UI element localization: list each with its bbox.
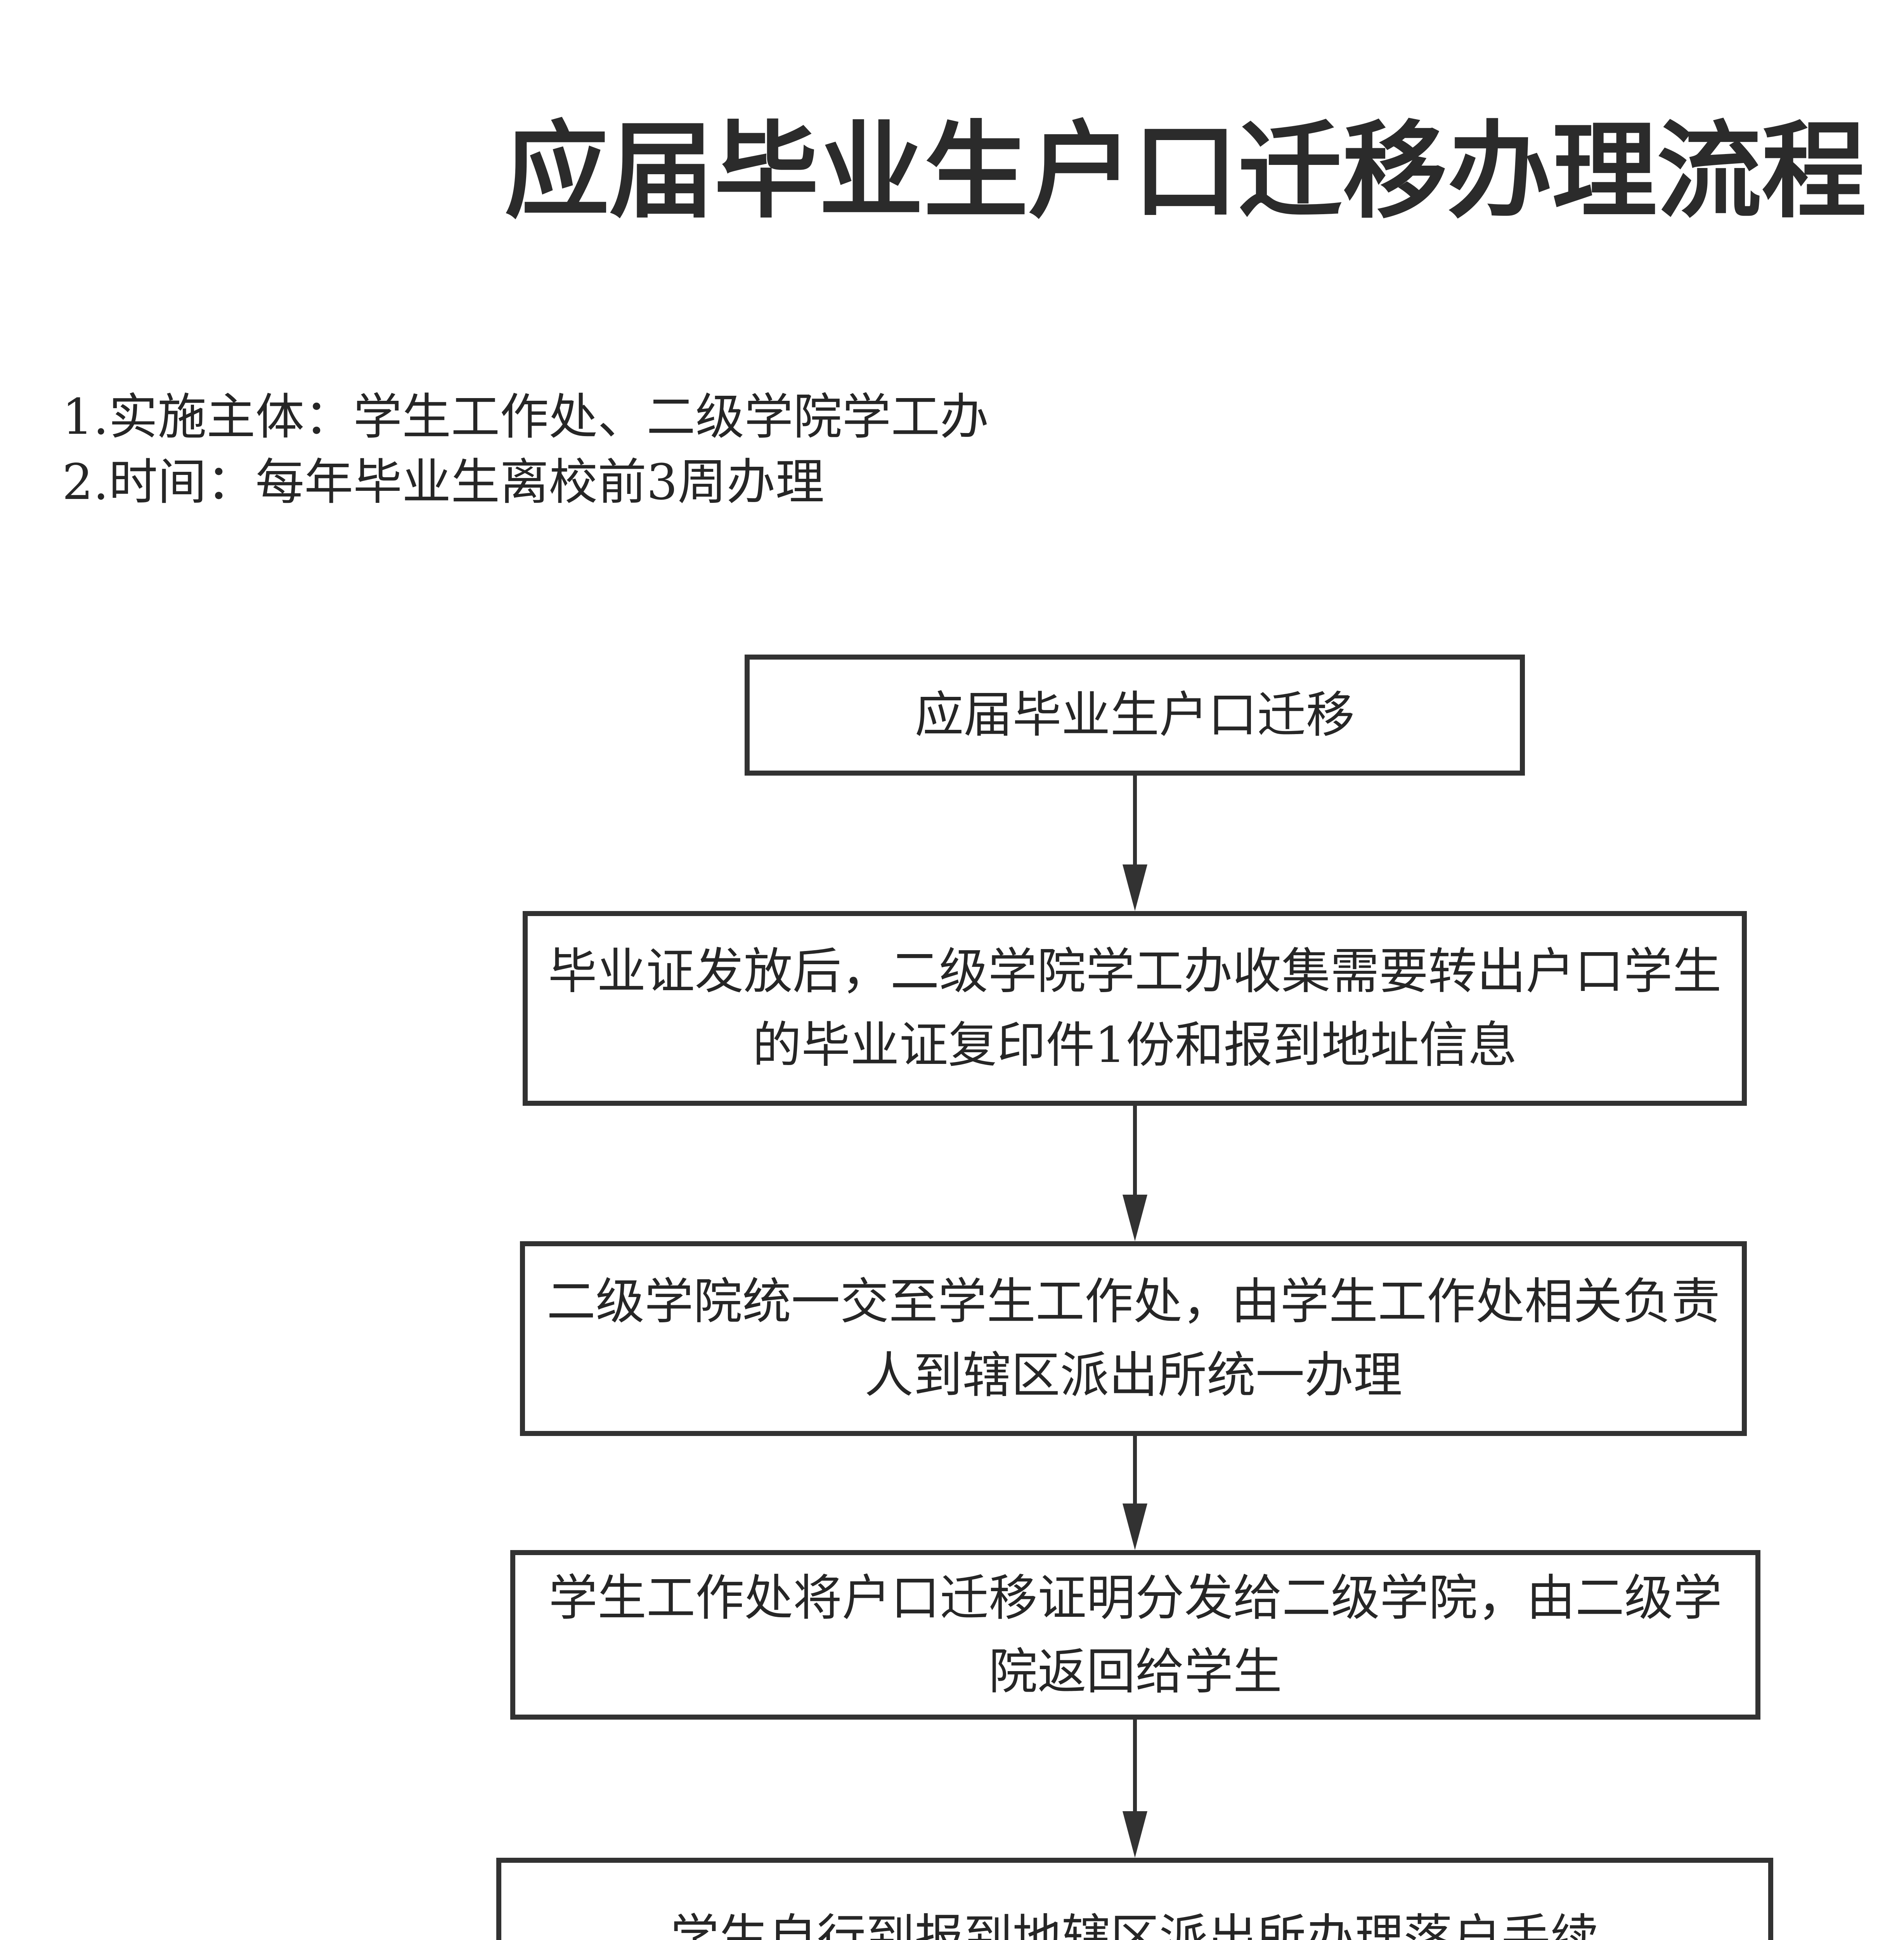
flow-box-step-4-text: 学生工作处将户口迁移证明分发给二级学院，由二级学院返回给学生 [549, 1569, 1722, 1700]
flow-box-end: 学生自行到报到地辖区派出所办理落户手续 [496, 1858, 1773, 1940]
flow-box-step-2-text: 毕业证发放后，二级学院学工办收集需要转出户口学生的毕业证复印件1份和报到地址信息 [548, 943, 1722, 1074]
flow-box-step-3-text: 二级学院统一交至学生工作处，由学生工作处相关负责人到辖区派出所统一办理 [547, 1273, 1720, 1404]
flow-arrow-3-arrowhead-icon [1123, 1504, 1147, 1550]
flow-arrow-4-arrowhead-icon [1123, 1811, 1147, 1858]
flow-box-start: 应届毕业生户口迁移 [745, 655, 1525, 776]
flow-box-step-3: 二级学院统一交至学生工作处，由学生工作处相关负责人到辖区派出所统一办理 [520, 1241, 1747, 1436]
flow-box-step-2: 毕业证发放后，二级学院学工办收集需要转出户口学生的毕业证复印件1份和报到地址信息 [523, 911, 1747, 1106]
flow-box-end-text: 学生自行到报到地辖区派出所办理落户手续 [670, 1909, 1599, 1940]
note-line-1: 1.实施主体：学生工作处、二级学院学工办 [62, 388, 989, 445]
flow-arrow-2-shaft [1133, 1106, 1137, 1195]
flow-arrow-4-shaft [1133, 1720, 1137, 1811]
flow-arrow-1-shaft [1133, 776, 1137, 864]
flow-arrow-1-arrowhead-icon [1123, 864, 1147, 911]
flow-box-start-text: 应届毕业生户口迁移 [915, 686, 1355, 743]
note-line-2: 2.时间：每年毕业生离校前3周办理 [62, 454, 825, 511]
flow-arrow-3-shaft [1133, 1436, 1137, 1504]
flow-box-step-4: 学生工作处将户口迁移证明分发给二级学院，由二级学院返回给学生 [510, 1550, 1760, 1720]
page-title: 应届毕业生户口迁移办理流程 [504, 109, 1866, 232]
flow-arrow-2-arrowhead-icon [1123, 1195, 1147, 1241]
